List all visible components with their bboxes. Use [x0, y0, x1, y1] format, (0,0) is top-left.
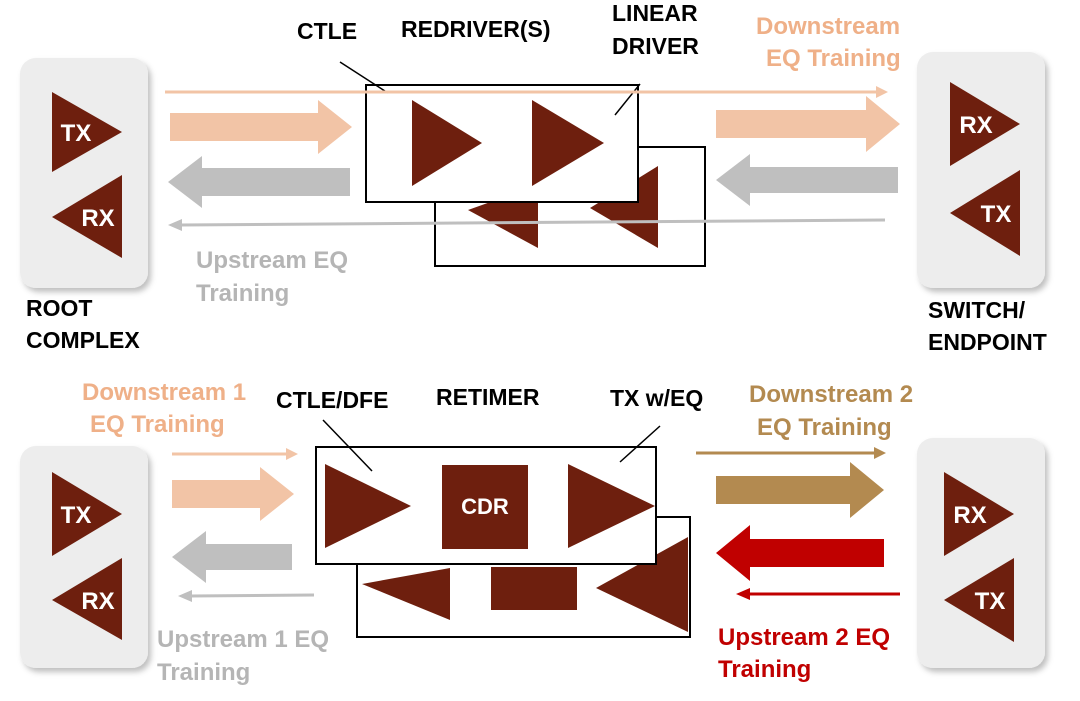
- switch-rx-triangle: [950, 82, 1020, 166]
- redriver-label: REDRIVER(S): [401, 16, 551, 42]
- upstream2-label-line1: Upstream 2 EQ: [718, 624, 890, 651]
- top-downstream-label-line1: Downstream: [756, 13, 900, 40]
- retimer-label: RETIMER: [436, 384, 540, 410]
- upstream1-label-line2: Training: [157, 659, 250, 686]
- top-downstream-label-line2: EQ Training: [766, 45, 901, 72]
- linear-driver-pointer-line: [614, 83, 641, 116]
- tx-eq-pointer-line: [619, 425, 661, 463]
- bottom-downstream2-thick-arrow: [716, 462, 884, 518]
- bottom-downstream1-thin-arrow-head: [286, 448, 298, 460]
- top-downstream-left-thick-arrow: [170, 100, 352, 154]
- bottom-upstream2-thin-arrow-head: [736, 588, 750, 600]
- bottom-upstream1-thin-arrow-head: [178, 590, 192, 602]
- switch-rx-label: RX: [959, 112, 992, 139]
- switch-endpoint-device: [917, 52, 1045, 288]
- ctle-label: CTLE: [297, 18, 357, 44]
- switch-endpoint-label-line1: SWITCH/: [928, 297, 1026, 323]
- bottom-root-complex-device: [20, 446, 148, 668]
- redriver-ctle-triangle: [412, 100, 482, 186]
- root-tx-triangle: [52, 92, 122, 172]
- switch-tx-triangle: [950, 170, 1020, 256]
- root-tx-label: TX: [61, 120, 92, 147]
- top-upstream-label-line2: Training: [196, 280, 289, 307]
- linear-label-line2: DRIVER: [612, 33, 699, 59]
- bottom-downstream1-thick-arrow: [172, 467, 294, 521]
- bottom-switch-endpoint-device: [917, 438, 1045, 668]
- linear-label-line1: LINEAR: [612, 0, 698, 26]
- root-rx-triangle: [52, 175, 122, 258]
- upstream1-label-line1: Upstream 1 EQ: [157, 626, 329, 653]
- retimer-back-triangle-2: [596, 537, 688, 632]
- ctle-dfe-label: CTLE/DFE: [276, 387, 388, 413]
- retimer-ctle-triangle: [325, 464, 411, 548]
- top-upstream-right-thick-arrow: [716, 154, 898, 206]
- upstream2-label-line2: Training: [718, 656, 811, 683]
- top-upstream-thin-arrow-line: [179, 218, 886, 227]
- bottom-upstream1-thick-arrow: [172, 531, 292, 583]
- ctle-pointer-line: [339, 61, 389, 94]
- bottom-switch-tx-triangle: [944, 558, 1014, 642]
- root-complex-device: [20, 58, 148, 288]
- downstream1-label-line2: EQ Training: [90, 411, 225, 438]
- root-complex-label-line1: ROOT: [26, 295, 92, 321]
- switch-tx-label: TX: [981, 201, 1012, 228]
- downstream2-label-line1: Downstream 2: [749, 381, 913, 408]
- downstream2-label-line2: EQ Training: [757, 414, 892, 441]
- bottom-downstream2-thin-arrow-head: [874, 447, 886, 459]
- retimer-tx-triangle: [568, 464, 655, 548]
- bottom-switch-rx-triangle: [944, 472, 1014, 556]
- bottom-root-tx-triangle: [52, 472, 122, 556]
- bottom-switch-tx-label: TX: [975, 588, 1006, 615]
- switch-endpoint-label-line2: ENDPOINT: [928, 329, 1047, 355]
- bottom-switch-rx-label: RX: [953, 502, 986, 529]
- ctle-dfe-pointer-line: [322, 419, 373, 472]
- tx-eq-label: TX w/EQ: [610, 385, 703, 411]
- top-upstream-label-line1: Upstream EQ: [196, 247, 348, 274]
- bottom-root-rx-label: RX: [81, 588, 114, 615]
- bottom-upstream1-thin-arrow-line: [189, 593, 315, 598]
- retimer-back-cdr: [491, 567, 577, 610]
- top-downstream-thin-arrow-head: [876, 86, 888, 98]
- cdr-label: CDR: [461, 494, 509, 519]
- root-rx-label: RX: [81, 205, 114, 232]
- cdr-block: [442, 465, 528, 549]
- bottom-root-rx-triangle: [52, 558, 122, 640]
- bottom-root-tx-label: TX: [61, 502, 92, 529]
- retimer-back-triangle-1: [362, 568, 450, 620]
- top-upstream-left-thick-arrow: [168, 156, 350, 208]
- redriver-linear-triangle: [532, 100, 604, 186]
- top-upstream-thin-arrow-head: [168, 219, 182, 231]
- root-complex-label-line2: COMPLEX: [26, 327, 140, 353]
- bottom-upstream2-thick-arrow: [716, 525, 884, 581]
- top-downstream-right-thick-arrow: [716, 96, 900, 152]
- redriver-back-triangle-2: [590, 166, 658, 248]
- downstream1-label-line1: Downstream 1: [82, 379, 246, 406]
